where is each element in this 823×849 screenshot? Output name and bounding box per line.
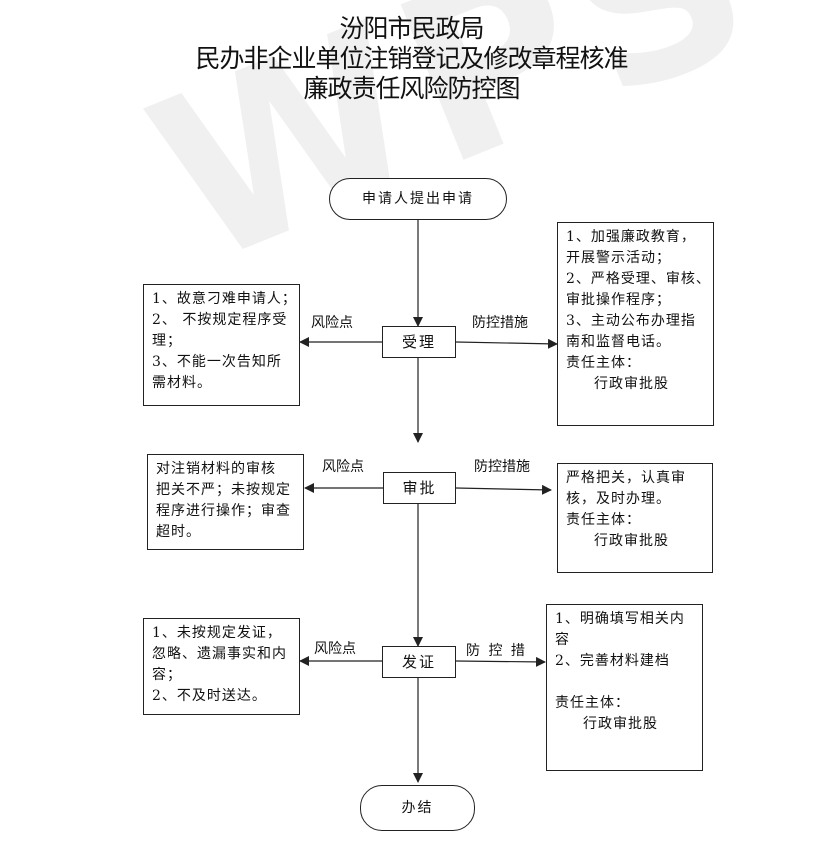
issue-risk-box: 1、未按规定发证， 忽略、遗漏事实和内 容； 2、不及时送达。 — [143, 618, 300, 715]
issue-control-line: 2、完善材料建档 — [555, 653, 670, 669]
accept-risk-line: 2、 不按规定程序受 — [152, 312, 288, 328]
accept-control-line: 审批操作程序； — [566, 292, 671, 308]
review-risk-line: 把关不严；未按规定 — [156, 482, 291, 498]
end-node: 办结 — [360, 785, 475, 831]
review-control-line: 核，及时办理。 — [566, 491, 671, 507]
issue-risk-line: 忽略、遗漏事实和内 — [152, 646, 287, 662]
review-control-label: 防控措施 — [474, 459, 530, 475]
arrow-review-control — [455, 484, 552, 495]
step-issue: 发证 — [382, 646, 456, 678]
step-review: 审批 — [383, 472, 456, 504]
review-risk-line: 程序进行操作；审查 — [156, 503, 291, 519]
issue-control-label: 防 控 措 — [466, 643, 527, 659]
issue-responsible-unit: 行政审批股 — [583, 716, 658, 732]
accept-risk-line: 需材料。 — [152, 375, 212, 391]
arrow-issue-control — [455, 656, 546, 667]
review-risk-label: 风险点 — [322, 459, 364, 475]
issue-control-line: 容 — [555, 632, 570, 648]
issue-control-line — [555, 672, 694, 693]
accept-control-label: 防控措施 — [472, 315, 528, 331]
issue-risk-line: 2、不及时送达。 — [152, 688, 267, 704]
issue-risk-line: 1、未按规定发证， — [152, 625, 282, 641]
accept-control-line: 开展警示活动； — [566, 250, 671, 266]
review-responsible-unit: 行政审批股 — [594, 533, 669, 549]
accept-control-line: 1、加强廉政教育， — [566, 229, 696, 245]
review-risk-line: 对注销材料的审核 — [156, 461, 276, 477]
accept-risk-label: 风险点 — [311, 315, 353, 331]
issue-risk-line: 容； — [152, 667, 182, 683]
accept-control-line: 责任主体： — [566, 355, 641, 371]
accept-responsible-unit: 行政审批股 — [594, 376, 669, 392]
step-accept: 受理 — [382, 326, 456, 358]
issue-control-line: 责任主体： — [555, 695, 630, 711]
title-line-1: 汾阳市民政局 — [339, 14, 484, 43]
review-risk-line: 超时。 — [156, 524, 201, 540]
issue-control-line: 1、明确填写相关内 — [555, 611, 685, 627]
accept-risk-line: 1、故意刁难申请人； — [152, 291, 297, 307]
review-control-line: 严格把关，认真审 — [566, 470, 686, 486]
review-control-line: 责任主体： — [566, 512, 641, 528]
arrow-accept-control — [455, 338, 558, 349]
title-line-2: 民办非企业单位注销登记及修改章程核准 — [195, 44, 628, 73]
accept-risk-line: 理； — [152, 333, 182, 349]
issue-risk-label: 风险点 — [314, 641, 356, 657]
issue-control-box: 1、明确填写相关内 容 2、完善材料建档 责任主体： 行政审批股 — [546, 604, 703, 771]
review-control-box: 严格把关，认真审 核，及时办理。 责任主体： 行政审批股 — [557, 463, 713, 573]
accept-control-line: 3、主动公布办理指 — [566, 313, 696, 329]
accept-control-line: 2、严格受理、审核、 — [566, 271, 711, 287]
start-node: 申请人提出申请 — [329, 178, 507, 220]
accept-risk-box: 1、故意刁难申请人； 2、 不按规定程序受 理； 3、不能一次告知所 需材料。 — [143, 284, 300, 406]
title-line-3: 廉政责任风险防控图 — [303, 74, 520, 103]
accept-control-box: 1、加强廉政教育， 开展警示活动； 2、严格受理、审核、 审批操作程序； 3、主… — [557, 222, 714, 426]
review-risk-box: 对注销材料的审核 把关不严；未按规定 程序进行操作；审查 超时。 — [147, 454, 304, 550]
accept-risk-line: 3、不能一次告知所 — [152, 354, 282, 370]
accept-control-line: 南和监督电话。 — [566, 334, 671, 350]
